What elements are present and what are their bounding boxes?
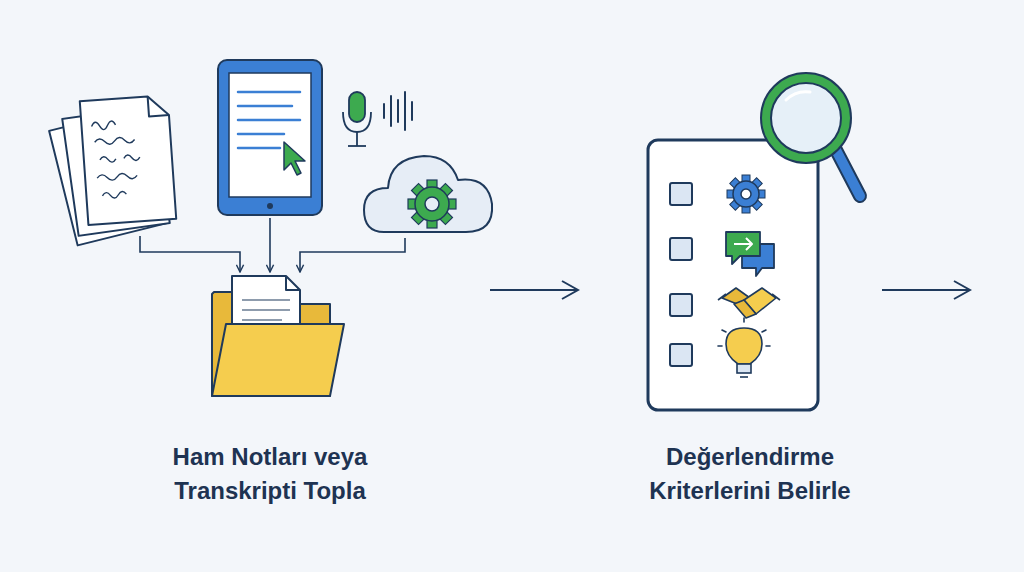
step-caption: Ham Notları veya Transkripti Topla bbox=[145, 440, 395, 508]
checklist-board bbox=[648, 140, 818, 410]
bulb-icon bbox=[718, 318, 770, 377]
magnifier-icon bbox=[766, 78, 860, 196]
caption-block: Ham Notları veya Transkripti Topla bbox=[60, 440, 480, 508]
process-step: Değerlendirme Kriterlerini Belirle bbox=[590, 40, 910, 514]
feeder-arrows bbox=[140, 218, 405, 272]
tablet-icon bbox=[218, 60, 322, 215]
process-step: Ham Notları veya Transkripti Topla bbox=[60, 40, 480, 514]
folder-icon bbox=[212, 276, 344, 396]
flow-arrow bbox=[490, 289, 578, 291]
caption-block: Değerlendirme Kriterlerini Belirle bbox=[590, 440, 910, 508]
microphone-icon bbox=[343, 92, 412, 146]
paper-stack bbox=[49, 95, 176, 245]
chat-icon bbox=[726, 232, 774, 276]
gear-icon bbox=[727, 175, 765, 213]
cloud-icon bbox=[364, 156, 492, 232]
step-caption: Değerlendirme Kriterlerini Belirle bbox=[625, 440, 875, 508]
handshake-icon bbox=[718, 288, 780, 318]
trailing-arrow bbox=[882, 289, 970, 291]
